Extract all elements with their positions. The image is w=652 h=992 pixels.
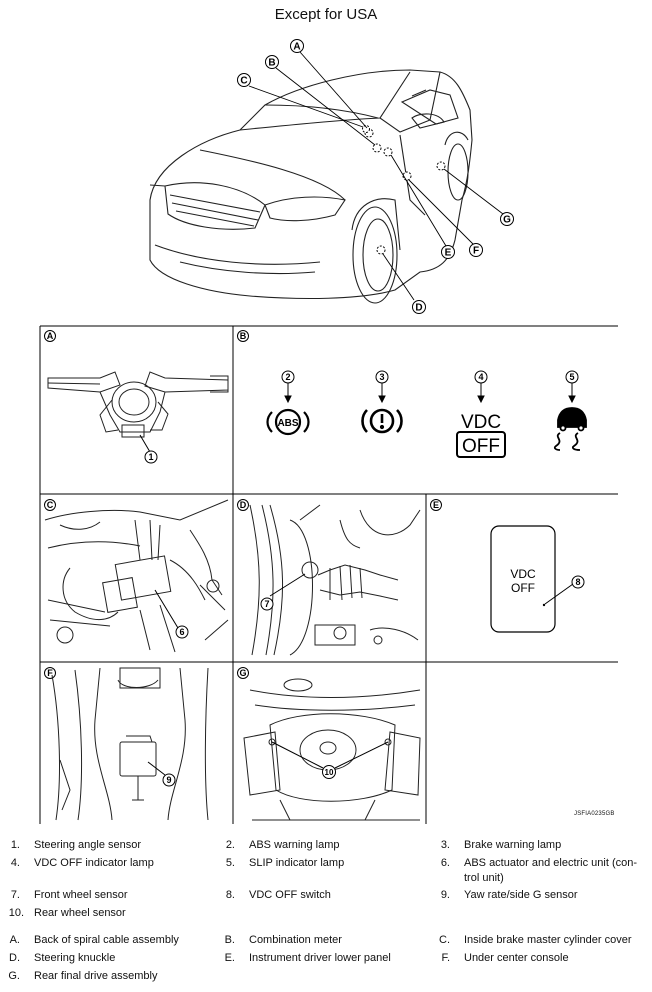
- car-leader-lines: [248, 51, 504, 301]
- diagram-title: Except for USA: [274, 6, 378, 23]
- legend-3-num: 3.: [440, 839, 450, 851]
- legend-7-text: Front wheel sensor: [34, 889, 128, 901]
- location-b-letter: B.: [224, 934, 235, 946]
- location-f-text: Under center console: [464, 952, 569, 964]
- legend-9-text: Yaw rate/side G sensor: [464, 889, 578, 901]
- marker-d: [376, 245, 386, 255]
- spiral-cable-illustration: [47, 371, 229, 453]
- letter-g: G: [503, 215, 511, 226]
- location-f-letter: F.: [441, 952, 450, 964]
- location-d-letter: D.: [9, 952, 20, 964]
- brake-warning-lamp-icon: [361, 408, 403, 434]
- letter-d: D: [415, 303, 422, 314]
- abs-warning-lamp-icon: [266, 408, 310, 436]
- location-e-text: Instrument driver lower panel: [249, 952, 391, 964]
- marker-c: [362, 125, 370, 133]
- legend-1-text: Steering angle sensor: [34, 839, 142, 851]
- panel-label-b: B: [240, 331, 247, 341]
- abs-actuator-illustration: [44, 499, 229, 653]
- legend-4-text: VDC OFF indicator lamp: [34, 857, 154, 869]
- document-code: JSFIA0235GB: [574, 811, 615, 817]
- letter-b: B: [268, 58, 275, 69]
- location-a-letter: A.: [9, 934, 20, 946]
- callout-8: 8: [575, 577, 580, 587]
- legend-1-num: 1.: [10, 839, 20, 851]
- switch-text-off: OFF: [511, 581, 535, 595]
- panel-label-c: C: [47, 500, 54, 510]
- yaw-rate-sensor-illustration: [51, 667, 209, 821]
- legend-4-num: 4.: [10, 857, 20, 869]
- vdc-off-lamp-icon: [456, 431, 506, 458]
- callout-7: 7: [264, 599, 269, 609]
- rear-final-drive-illustration: [243, 678, 421, 821]
- marker-g: [436, 161, 446, 171]
- legend-10-text: Rear wheel sensor: [34, 907, 126, 919]
- vdc-lamp-text: VDC: [461, 412, 501, 433]
- marker-e: [383, 147, 393, 157]
- car-letter-callouts: A B C D E F G: [237, 39, 514, 314]
- callout-4: 4: [478, 372, 483, 382]
- legend-5-num: 5.: [225, 857, 235, 869]
- location-c-letter: C.: [439, 934, 450, 946]
- location-g-text: Rear final drive assembly: [34, 970, 158, 982]
- callout-6: 6: [179, 627, 184, 637]
- car-illustration: [149, 69, 473, 304]
- callout-9: 9: [166, 775, 171, 785]
- legend-8-text: VDC OFF switch: [249, 889, 331, 901]
- car-location-markers: [362, 125, 446, 255]
- legend-10-num: 10.: [8, 907, 24, 919]
- panel-label-a: A: [47, 331, 54, 341]
- legend-9-num: 9.: [440, 889, 450, 901]
- abs-lamp-text: ABS: [277, 418, 298, 429]
- panel-label-e: E: [433, 500, 439, 510]
- panel-grid: [39, 325, 618, 824]
- marker-b: [372, 143, 382, 153]
- letter-e: E: [445, 248, 452, 259]
- front-wheel-sensor-illustration: [249, 504, 421, 656]
- legend-5-text: SLIP indicator lamp: [249, 857, 345, 869]
- legend-6-text: ABS actuator and electric unit (con-trol…: [464, 857, 638, 884]
- switch-text-vdc: VDC: [510, 567, 536, 581]
- legend-2-text: ABS warning lamp: [249, 839, 340, 851]
- vdc-off-switch: [490, 525, 556, 633]
- location-e-letter: E.: [224, 952, 235, 964]
- legend-6-num: 6.: [440, 857, 450, 869]
- panel-label-d: D: [240, 500, 247, 510]
- callout-3: 3: [379, 372, 384, 382]
- panel-label-g: G: [239, 668, 246, 678]
- letter-c: C: [240, 76, 247, 87]
- callout-1: 1: [148, 452, 153, 462]
- slip-indicator-lamp-icon: [553, 407, 587, 451]
- panel-label-f: F: [47, 668, 53, 678]
- off-lamp-text: OFF: [462, 436, 500, 457]
- legend-3-text: Brake warning lamp: [464, 839, 562, 851]
- letter-a: A: [293, 42, 300, 53]
- callout-10: 10: [325, 768, 334, 777]
- legend-8-num: 8.: [225, 889, 235, 901]
- location-a-text: Back of spiral cable assembly: [34, 934, 179, 946]
- legend-2-num: 2.: [225, 839, 235, 851]
- location-g-letter: G.: [8, 970, 20, 982]
- location-d-text: Steering knuckle: [34, 952, 116, 964]
- callout-5: 5: [569, 372, 574, 382]
- location-c-text: Inside brake master cylinder cover: [464, 934, 632, 946]
- legend-7-num: 7.: [10, 889, 20, 901]
- callout-2: 2: [285, 372, 290, 382]
- location-b-text: Combination meter: [249, 934, 342, 946]
- letter-f: F: [473, 246, 479, 257]
